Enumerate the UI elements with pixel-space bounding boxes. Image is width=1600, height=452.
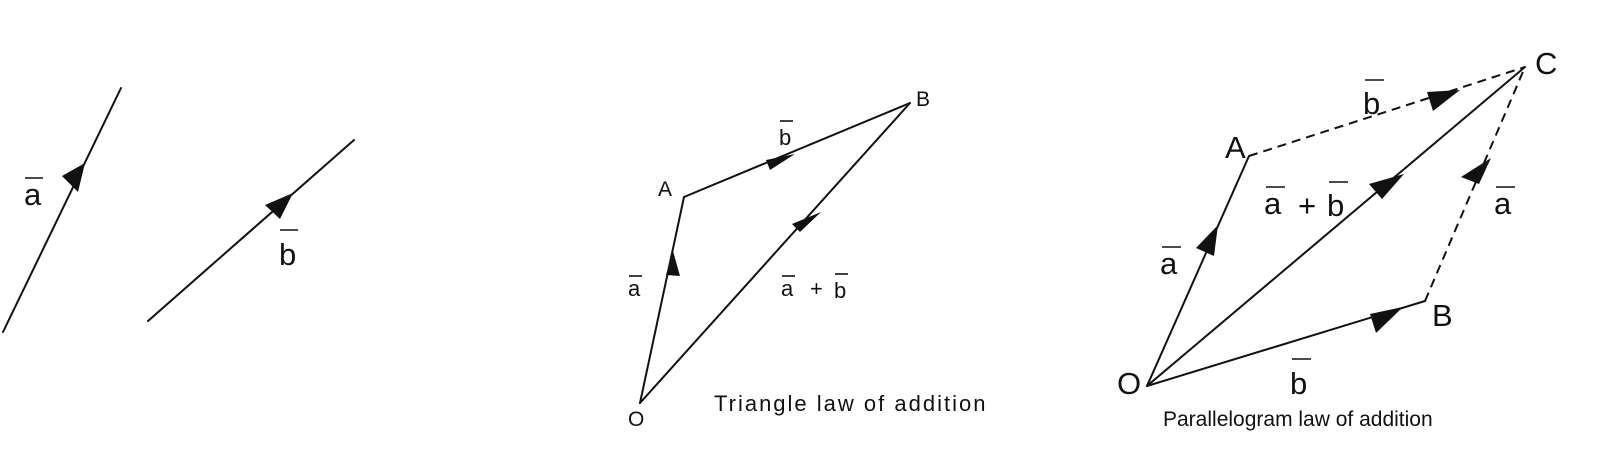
triangle-point-a: A [658, 178, 672, 201]
parallelogram-oa-arrowhead [1196, 225, 1218, 256]
triangle-sum-label-a: a [781, 276, 794, 301]
triangle-oa-arrowhead [666, 251, 680, 276]
parallelogram-bc-arrowhead [1461, 158, 1491, 184]
triangle-vector-oa [639, 196, 685, 404]
parallelogram-vector-oa [1146, 155, 1250, 387]
triangle-label-a: a [628, 276, 641, 301]
triangle-point-o: O [628, 408, 644, 431]
vector-b-arrowhead [265, 193, 293, 219]
triangle-sum-label-b: b [834, 278, 846, 303]
vector-a-line [2, 87, 122, 333]
parallelogram-point-o: O [1117, 366, 1141, 401]
parallelogram-dashed-ac [1248, 66, 1526, 157]
triangle-vector-ob [639, 102, 911, 404]
vector-b-line [147, 139, 355, 322]
parallelogram-ob-arrowhead [1370, 307, 1403, 333]
parallelogram-sum-label-a: a [1264, 186, 1282, 221]
triangle-label-b: b [779, 125, 791, 150]
parallelogram-point-c: C [1535, 46, 1557, 81]
triangle-caption: Triangle law of addition [714, 391, 987, 416]
parallelogram-ac-arrowhead [1427, 90, 1460, 111]
parallelogram-sum-plus: + [1298, 188, 1316, 223]
triangle-ab-arrowhead [766, 154, 795, 170]
parallelogram-label-oa: a [1160, 246, 1178, 281]
vector-b-label: b [279, 237, 296, 272]
parallelogram-oc-arrowhead [1369, 174, 1404, 199]
parallelogram-point-a: A [1225, 130, 1246, 165]
parallelogram-label-bc: a [1494, 186, 1512, 221]
parallelogram-label-ac: b [1363, 86, 1380, 121]
vector-a-label: a [24, 177, 42, 212]
parallelogram-point-b: B [1432, 298, 1453, 333]
standalone-vectors: a b [2, 87, 355, 333]
triangle-ob-arrowhead [792, 212, 821, 232]
parallelogram-label-ob: b [1290, 366, 1307, 401]
parallelogram-sum-label-b: b [1327, 188, 1344, 223]
triangle-vector-ab [683, 102, 911, 198]
triangle-law-figure: O A B a b a + b Triangle law of addition [628, 88, 987, 431]
triangle-sum-plus: + [810, 276, 823, 301]
parallelogram-caption: Parallelogram law of addition [1163, 408, 1433, 431]
parallelogram-vector-oc [1146, 66, 1526, 387]
vector-a-arrowhead [62, 163, 85, 192]
parallelogram-dashed-bc [1424, 66, 1526, 302]
triangle-point-b: B [916, 88, 930, 111]
parallelogram-law-figure: O A B C a b b a a + b Parallelogram law … [1117, 46, 1557, 431]
